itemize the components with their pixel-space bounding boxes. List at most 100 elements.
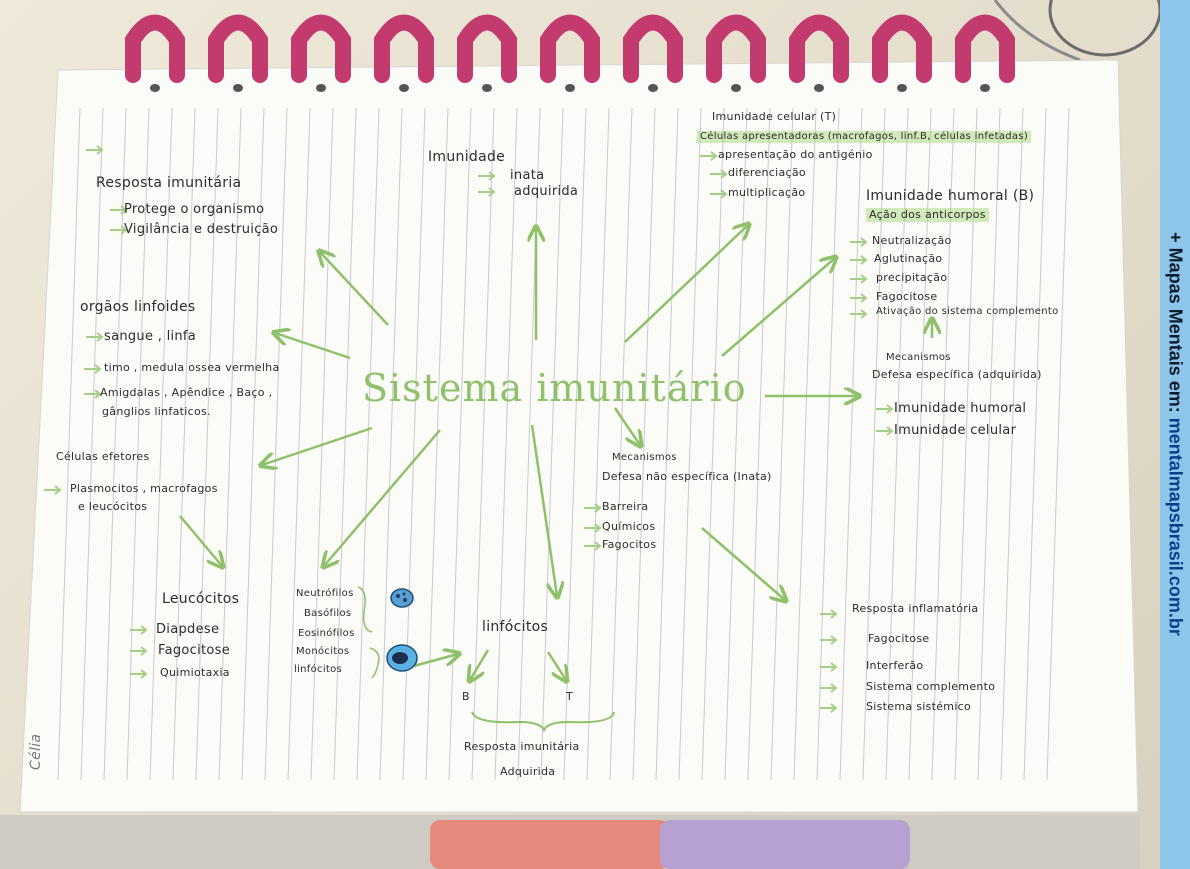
ruled-line: [333, 107, 357, 781]
ruled-line: [609, 107, 633, 781]
ruled-line: [241, 107, 265, 781]
photo-scene: Resposta imunitária Protege o organismo …: [0, 0, 1160, 869]
bullet-arrow: [84, 389, 102, 399]
leucocitos-item: Fagocitose: [158, 643, 231, 658]
tipo-item: Eosinófilos: [298, 628, 355, 639]
especifica-label: Mecanismos: [886, 352, 951, 363]
bullet-arrow: [110, 205, 128, 215]
bullet-arrow: [850, 309, 868, 319]
ruled-line: [356, 107, 380, 781]
tab-divider-purple: [660, 820, 910, 869]
ruled-line: [954, 107, 978, 781]
ruled-line: [379, 107, 403, 781]
ruled-line: [862, 107, 886, 781]
binder-ring: [955, 14, 1015, 92]
efetores-title: Células efetores: [56, 450, 150, 463]
linfocitos-b: B: [462, 690, 470, 703]
resposta-title: Resposta imunitária: [96, 175, 242, 191]
naoespecifica-item: Barreira: [602, 500, 649, 513]
mindmap-arrows: [179, 225, 932, 680]
inflamatoria-title: Resposta inflamatória: [852, 602, 979, 615]
tipo-item: Monócitos: [296, 646, 350, 657]
ruled-line: [1000, 107, 1024, 781]
bullet-arrow: [84, 364, 102, 374]
ruled-line: [908, 107, 932, 781]
bullet-arrow: [700, 151, 718, 161]
bullet-arrow: [584, 523, 602, 533]
ruled-line: [264, 107, 288, 781]
ruled-line: [885, 107, 909, 781]
ruled-line: [448, 107, 472, 781]
ruled-line: [57, 107, 81, 781]
ruled-line: [793, 107, 817, 781]
ruled-line: [931, 107, 955, 781]
ruled-line: [839, 107, 863, 781]
ruled-line: [195, 107, 219, 781]
binder-ring: [706, 14, 766, 92]
humoral-title: Imunidade humoral (B): [866, 188, 1035, 204]
binder-ring: [208, 14, 268, 92]
celular-item: multiplicação: [728, 186, 806, 199]
especifica-item: Imunidade humoral: [894, 401, 1027, 416]
binder-ring: [872, 14, 932, 92]
eyeglasses: [993, 0, 1160, 62]
side-banner-link[interactable]: mentalmapsbrasil.com.br: [1165, 417, 1186, 636]
celular-title: Imunidade celular (T): [712, 110, 837, 123]
especifica-title: Defesa específica (adquirida): [872, 368, 1042, 381]
ruled-line: [701, 107, 725, 781]
ruled-line: [1046, 107, 1070, 781]
inflamatoria-item: Sistema sistémico: [866, 700, 972, 713]
brace-bt: [471, 711, 615, 733]
orgaos-item: timo , medula ossea vermelha: [104, 361, 280, 374]
naoespecifica-item: Químicos: [602, 520, 656, 533]
ruled-line: [149, 107, 173, 781]
side-banner-text: + Mapas Mentais em: mentalmapsbrasil.com…: [1165, 232, 1186, 636]
ruled-line: [977, 107, 1001, 781]
binder-ring: [291, 14, 351, 92]
humoral-sub: Ação dos anticorpos: [866, 208, 989, 222]
bullet-arrow: [876, 426, 894, 436]
ruled-line: [1023, 107, 1047, 781]
bullet-arrow: [850, 274, 868, 284]
binder-ring: [540, 14, 600, 92]
inflamatoria-item: Fagocitose: [868, 632, 930, 645]
inflamatoria-item: Sistema complemento: [866, 680, 996, 693]
side-banner: + Mapas Mentais em: mentalmapsbrasil.com…: [1160, 0, 1190, 869]
binder-ring: [789, 14, 849, 92]
ruled-line: [586, 107, 610, 781]
bullet-arrow: [850, 237, 868, 247]
bullet-arrow: [130, 669, 148, 679]
humoral-item: Fagocitose: [876, 290, 938, 303]
orgaos-item: gânglios linfaticos.: [102, 405, 211, 418]
ruled-line: [218, 107, 242, 781]
ruled-line: [172, 107, 196, 781]
bullet-arrow: [86, 332, 104, 342]
binder-ring: [125, 14, 185, 92]
ruled-line: [517, 107, 541, 781]
bullet-arrow: [820, 635, 838, 645]
bullet-arrow: [478, 187, 496, 197]
bullet-arrow: [584, 541, 602, 551]
ruled-line: [770, 107, 794, 781]
orgaos-title: orgãos linfoides: [80, 299, 196, 315]
ruled-line: [103, 107, 127, 781]
bullet-arrow: [850, 293, 868, 303]
ruled-line: [494, 107, 518, 781]
linfocitos-title: linfócitos: [482, 619, 549, 635]
ruled-line: [747, 107, 771, 781]
linfocitos-t: T: [566, 690, 574, 703]
bullet-arrow: [130, 625, 148, 635]
bullet-arrow: [478, 171, 496, 181]
ruled-line: [540, 107, 564, 781]
leucocitos-title: Leucócitos: [162, 591, 240, 607]
celular-item: apresentação do antigénio: [718, 148, 873, 161]
bullet-arrow: [130, 646, 148, 656]
naoespecifica-title: Defesa não específica (Inata): [602, 470, 772, 483]
bullet-arrow: [820, 703, 838, 713]
bullet-arrow: [876, 404, 894, 414]
humoral-item: precipitação: [876, 271, 948, 284]
bullet-arrow: [820, 609, 838, 619]
bullet-arrow: [820, 662, 838, 672]
imunidade-item: adquirida: [514, 184, 579, 199]
side-banner-prefix: + Mapas Mentais em:: [1165, 232, 1186, 418]
